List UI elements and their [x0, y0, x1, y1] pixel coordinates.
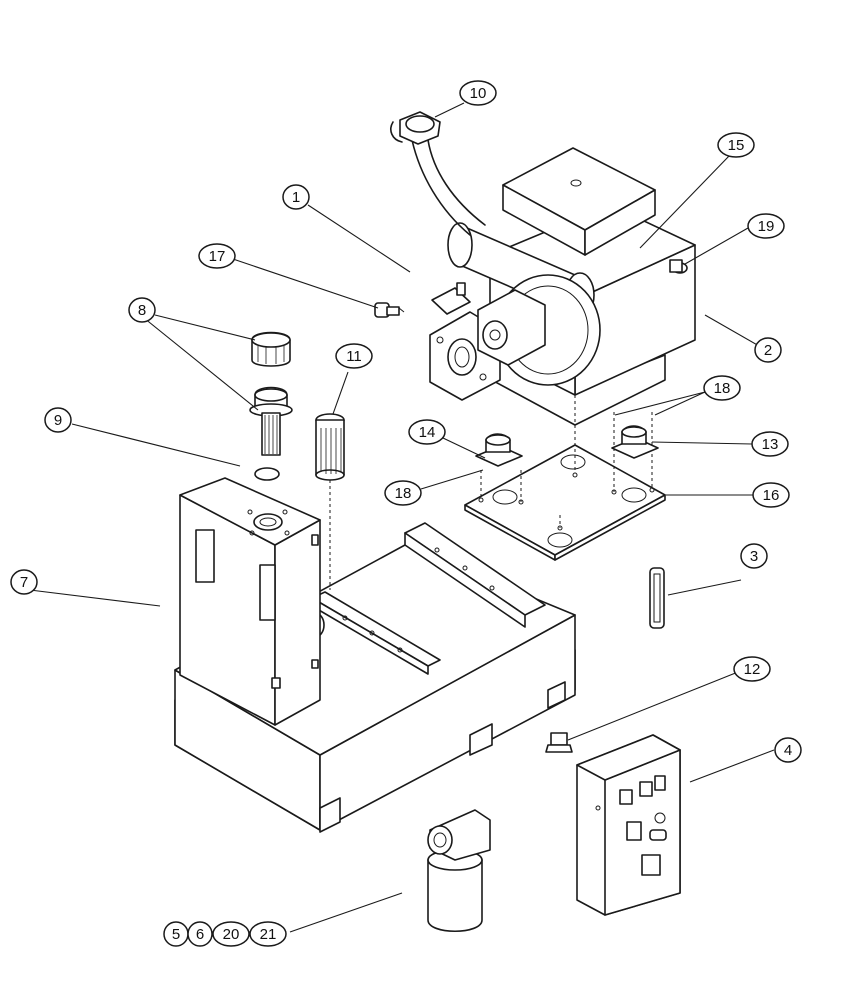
- callout-4: 4: [774, 737, 802, 763]
- callout-9: 9: [44, 407, 72, 433]
- callout-5: 5: [163, 921, 189, 947]
- callout-13: 13: [751, 431, 789, 457]
- callout-label: 18: [714, 380, 731, 397]
- callout-label: 15: [728, 137, 745, 154]
- callout-label: 10: [470, 85, 487, 102]
- callout-14: 14: [408, 419, 446, 445]
- o-ring-part: [254, 467, 280, 481]
- motor-mount-plate: [464, 395, 666, 561]
- callout-label: 3: [750, 548, 758, 565]
- callout-label: 19: [758, 218, 775, 235]
- callout-2: 2: [754, 337, 782, 363]
- callout-12: 12: [733, 656, 771, 682]
- return-filter-element: [315, 413, 345, 590]
- callout-label: 16: [763, 487, 780, 504]
- callout-15: 15: [717, 132, 755, 158]
- motor-assembly: [411, 139, 696, 426]
- callout-label: 5: [172, 926, 180, 943]
- callout-19: 19: [747, 213, 785, 239]
- level-gauge: [649, 567, 665, 629]
- callout-label: 2: [764, 342, 772, 359]
- filler-cap-part: [390, 111, 441, 145]
- plug-part: [374, 302, 405, 318]
- callout-label: 17: [209, 248, 226, 265]
- callout-label: 14: [419, 424, 436, 441]
- callout-7: 7: [10, 569, 38, 595]
- vibration-mount-left: [475, 433, 523, 467]
- hex-fitting: [545, 732, 573, 753]
- callout-18-upper: 18: [703, 375, 741, 401]
- callout-label: 12: [744, 661, 761, 678]
- callout-label: 7: [20, 574, 28, 591]
- callout-label: 20: [223, 926, 240, 943]
- inline-filter: [427, 809, 491, 933]
- callout-11: 11: [335, 343, 373, 369]
- callout-label: 13: [762, 436, 779, 453]
- callout-label: 4: [784, 742, 792, 759]
- callout-18-lower: 18: [384, 480, 422, 506]
- callout-21: 21: [249, 921, 287, 947]
- callout-17: 17: [198, 243, 236, 269]
- callout-3: 3: [740, 543, 768, 569]
- suction-strainer: [249, 331, 293, 456]
- callout-label: 1: [292, 189, 300, 206]
- callout-1: 1: [282, 184, 310, 210]
- control-box: [576, 734, 681, 916]
- callout-16: 16: [752, 482, 790, 508]
- callout-label: 21: [260, 926, 277, 943]
- callout-6: 6: [187, 921, 213, 947]
- callout-label: 11: [346, 348, 362, 365]
- callout-label: 6: [196, 926, 204, 943]
- callout-10: 10: [459, 80, 497, 106]
- vibration-mount-right: [611, 425, 659, 459]
- callout-8: 8: [128, 297, 156, 323]
- tank-housing-column: [179, 477, 321, 726]
- callout-label: 9: [54, 412, 62, 429]
- callout-20: 20: [212, 921, 250, 947]
- callout-label: 18: [395, 485, 412, 502]
- callout-label: 8: [138, 302, 146, 319]
